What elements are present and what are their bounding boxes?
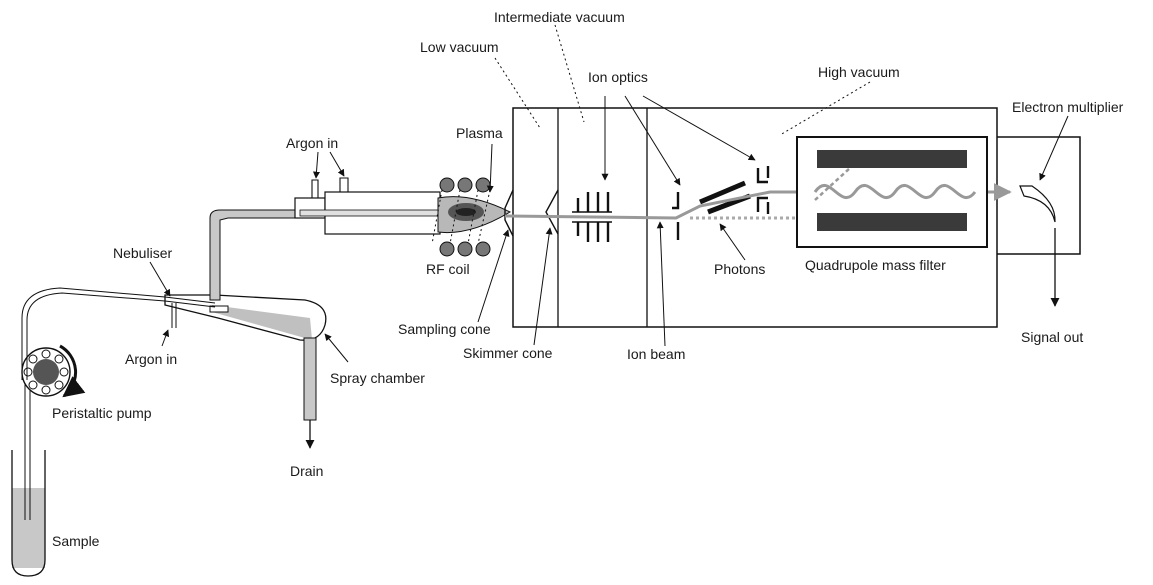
label-high-vacuum: High vacuum xyxy=(818,64,900,80)
labels: Intermediate vacuum Low vacuum Ion optic… xyxy=(52,9,1124,549)
torch xyxy=(294,177,512,257)
quadrupole-mass-filter xyxy=(796,136,988,248)
label-photons: Photons xyxy=(714,261,765,277)
label-sample: Sample xyxy=(52,533,100,549)
label-drain: Drain xyxy=(290,463,323,479)
label-low-vacuum: Low vacuum xyxy=(420,39,499,55)
label-ion-beam: Ion beam xyxy=(627,346,685,362)
label-ion-optics: Ion optics xyxy=(588,69,648,85)
label-argon-in-bottom: Argon in xyxy=(125,351,177,367)
spray-chamber xyxy=(164,209,327,449)
sample-tube xyxy=(11,380,46,577)
label-spray-chamber: Spray chamber xyxy=(330,370,425,386)
label-skimmer-cone: Skimmer cone xyxy=(463,345,553,361)
label-sampling-cone: Sampling cone xyxy=(398,321,491,337)
leader-lines xyxy=(149,24,1069,363)
label-intermediate-vacuum: Intermediate vacuum xyxy=(494,9,625,25)
label-nebuliser: Nebuliser xyxy=(113,245,172,261)
label-plasma: Plasma xyxy=(456,125,503,141)
label-signal-out: Signal out xyxy=(1021,329,1083,345)
label-argon-in-top: Argon in xyxy=(286,135,338,151)
label-electron-multiplier: Electron multiplier xyxy=(1012,99,1124,115)
label-quadrupole-mass-filter: Quadrupole mass filter xyxy=(805,257,946,273)
electron-multiplier xyxy=(1019,185,1060,307)
rf-coil xyxy=(439,177,491,257)
label-rf-coil: RF coil xyxy=(426,261,470,277)
ion-optics-lenses xyxy=(572,166,770,242)
peristaltic-pump xyxy=(21,344,86,398)
label-peristaltic-pump: Peristaltic pump xyxy=(52,405,152,421)
